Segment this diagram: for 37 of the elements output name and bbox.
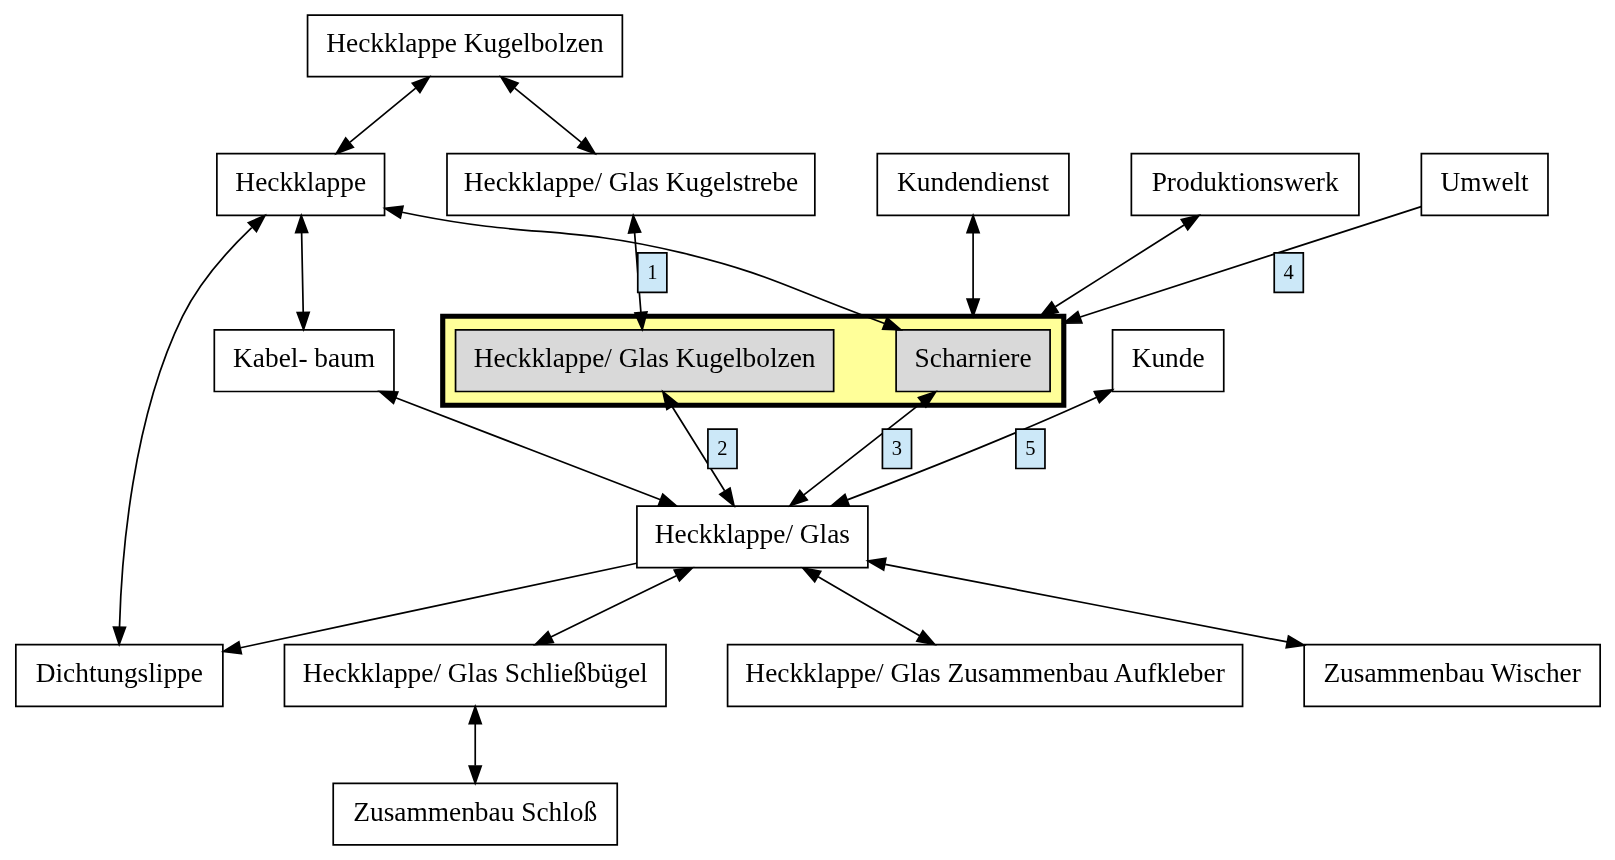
node-box: Scharniere <box>894 329 1051 393</box>
node-box: Heckklappe Kugelbolzen <box>306 14 623 78</box>
arrow <box>627 212 648 333</box>
arrow <box>965 212 980 319</box>
node-box: Heckklappe/ Glas <box>635 505 869 569</box>
arrow <box>800 566 937 646</box>
node-box: Heckklappe <box>215 152 385 217</box>
arrow <box>293 212 310 333</box>
node-box: Zusammenbau Schloß <box>331 782 618 846</box>
node-box: Heckklappe/ Glas Schließbügel <box>283 643 667 708</box>
arrow <box>532 566 695 646</box>
arrow <box>498 75 597 156</box>
edge-label: 5 <box>1024 436 1036 459</box>
node-box: Kunde <box>1111 329 1225 393</box>
edge-label: 4 <box>1283 260 1294 283</box>
edge-label: 2 <box>716 436 728 459</box>
node-box: Heckklappe/ Glas Zusammenbau Aufkleber <box>726 643 1243 708</box>
arrow <box>333 75 431 156</box>
node-box: Heckklappe/ Glas Kugelbolzen <box>454 329 834 393</box>
node-box: Dichtungslippe <box>14 643 224 708</box>
edge-label: 3 <box>891 436 902 459</box>
node-box: Umwelt <box>1420 152 1549 217</box>
arrow <box>864 557 1307 649</box>
arrow <box>467 703 482 786</box>
node-box: Kabel- baum <box>212 329 395 393</box>
arrow <box>220 562 638 655</box>
node-box: Kundendienst <box>875 152 1070 217</box>
edge-label: 1 <box>646 260 657 283</box>
node-box: Produktionswerk <box>1130 152 1360 217</box>
arrow <box>381 205 903 331</box>
arrow <box>111 213 267 647</box>
node-box: Zusammenbau Wischer <box>1302 643 1601 708</box>
arrow <box>828 388 1115 507</box>
node-box: Heckklappe/ Glas Kugelstrebe <box>445 152 816 217</box>
arrow <box>787 390 938 508</box>
arrow <box>376 390 679 507</box>
arrow <box>1060 205 1422 324</box>
